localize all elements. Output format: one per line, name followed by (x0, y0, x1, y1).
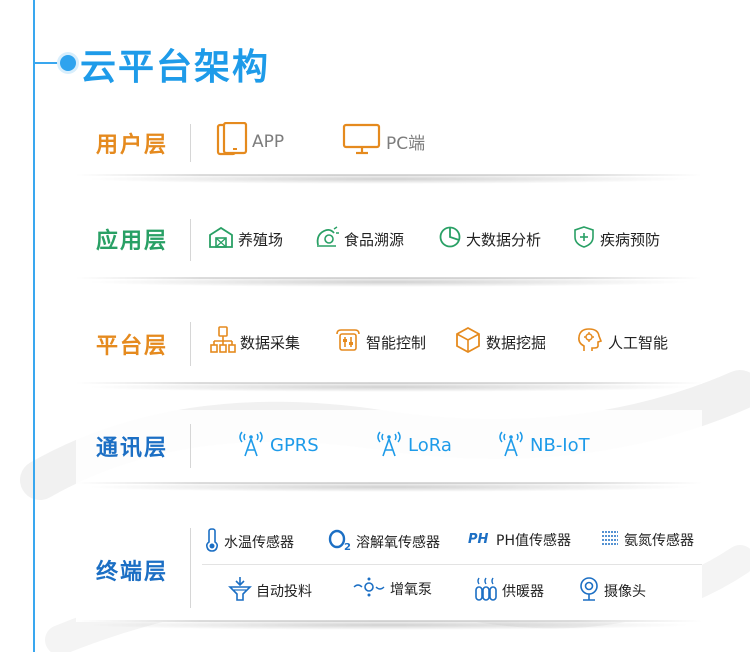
item-label: 水温传感器 (224, 535, 294, 551)
layer-label-user: 用户层 (96, 133, 169, 158)
item-label: GPRS (270, 435, 319, 456)
layer-separator (190, 219, 191, 261)
item-auto-feed: 自动投料 (228, 576, 312, 606)
item-label: PC端 (386, 134, 426, 154)
item-label: 摄像头 (604, 584, 646, 600)
card-baseline (76, 174, 702, 176)
item-label: 大数据分析 (466, 230, 542, 249)
antenna-signal-icon (236, 428, 266, 463)
item-pc: PC端 (342, 122, 425, 161)
item-food-trace: 食品溯源 (314, 225, 404, 253)
card-baseline (76, 277, 702, 279)
item-label: 疾病预防 (600, 230, 661, 249)
item-label: NB-IoT (530, 435, 590, 456)
antenna-signal-icon (374, 428, 404, 463)
card-baseline (76, 482, 702, 484)
card-shadow (84, 277, 694, 287)
title-connector (33, 62, 67, 64)
timeline-line (33, 0, 35, 652)
o2-icon: 2 (328, 528, 352, 556)
card-shadow (84, 620, 694, 630)
layer-separator (190, 528, 191, 608)
layer-separator (190, 322, 191, 366)
item-label: 自动投料 (256, 584, 312, 600)
layer-separator (190, 424, 191, 468)
shield-plus-icon (572, 225, 596, 253)
layer-card-application: 应用层 养殖场 食品溯源 大数据分析 疾病预防 (76, 203, 702, 287)
card-baseline (76, 620, 702, 622)
card-shadow (84, 482, 694, 492)
aerator-icon (352, 576, 386, 602)
layer-label-platform: 平台层 (96, 334, 169, 359)
item-ammonia: 氨氮传感器 (600, 528, 694, 552)
feeder-funnel-icon (228, 576, 252, 606)
layer-label-terminal: 终端层 (96, 560, 169, 585)
item-farm: 养殖场 (208, 225, 283, 253)
item-label: PH值传感器 (496, 533, 571, 549)
item-dissolved-oxygen: 2 溶解氧传感器 (328, 528, 440, 556)
layer-card-platform: 平台层 数据采集 智能控制 数据挖掘 人工智能 (76, 306, 702, 392)
item-label: 智能控制 (366, 333, 427, 352)
item-data-mining: 数据挖掘 (454, 326, 546, 358)
item-water-temp: 水温传感器 (204, 528, 294, 556)
item-label: 氨氮传感器 (624, 533, 694, 549)
item-ai: 人工智能 (576, 326, 668, 358)
food-trace-icon (314, 225, 340, 253)
terminal-row-divider (202, 564, 702, 565)
item-nbiot: NB-IoT (496, 428, 590, 463)
barn-icon (208, 225, 234, 253)
item-label: 增氧泵 (390, 582, 432, 598)
item-gprs: GPRS (236, 428, 319, 463)
item-label: 供暖器 (502, 584, 544, 600)
item-data-collect: 数据采集 (210, 326, 300, 358)
item-camera: 摄像头 (578, 576, 646, 606)
item-label: 溶解氧传感器 (356, 535, 440, 551)
ammonia-wave-icon (600, 528, 620, 552)
item-lora: LoRa (374, 428, 452, 463)
layer-card-communication: 通讯层 GPRS LoRa NB-IoT (76, 410, 702, 492)
title-dot (60, 55, 76, 71)
item-label: 人工智能 (608, 333, 669, 352)
item-ph-sensor: PH PH值传感器 (468, 528, 571, 552)
heater-icon (474, 576, 498, 606)
item-label: 数据挖掘 (486, 333, 547, 352)
item-big-data: 大数据分析 (438, 225, 541, 253)
antenna-signal-icon (496, 428, 526, 463)
item-label: LoRa (408, 435, 452, 456)
camera-icon (578, 576, 600, 606)
card-shadow (84, 174, 694, 184)
cube-icon (454, 326, 482, 358)
svg-text:2: 2 (344, 542, 351, 552)
item-aerator: 增氧泵 (352, 576, 432, 602)
layer-separator (190, 124, 191, 162)
item-label: 数据采集 (240, 333, 301, 352)
item-label: 食品溯源 (344, 230, 405, 249)
item-app: APP (216, 121, 285, 161)
layer-card-terminal: 终端层 水温传感器 2 溶解氧传感器 PH PH值传感器 氨氮传感器 自动投料 (76, 512, 702, 630)
layer-label-communication: 通讯层 (96, 436, 169, 461)
item-disease: 疾病预防 (572, 225, 660, 253)
svg-text:PH: PH (468, 532, 489, 547)
pie-chart-icon (438, 225, 462, 253)
card-shadow (84, 382, 694, 392)
brain-head-icon (576, 326, 604, 358)
item-heater: 供暖器 (474, 576, 544, 606)
thermometer-icon (204, 528, 220, 556)
page-title: 云平台架构 (80, 47, 271, 88)
item-label: APP (252, 131, 285, 152)
card-baseline (76, 382, 702, 384)
network-icon (210, 326, 236, 358)
layer-card-user: 用户层 APP PC端 (76, 110, 702, 184)
layer-label-application: 应用层 (96, 229, 169, 254)
control-panel-icon (334, 326, 362, 358)
ph-icon: PH (468, 528, 492, 552)
phone-tablet-icon (216, 121, 248, 161)
monitor-icon (342, 122, 382, 161)
item-label: 养殖场 (238, 230, 284, 249)
item-smart-control: 智能控制 (334, 326, 426, 358)
